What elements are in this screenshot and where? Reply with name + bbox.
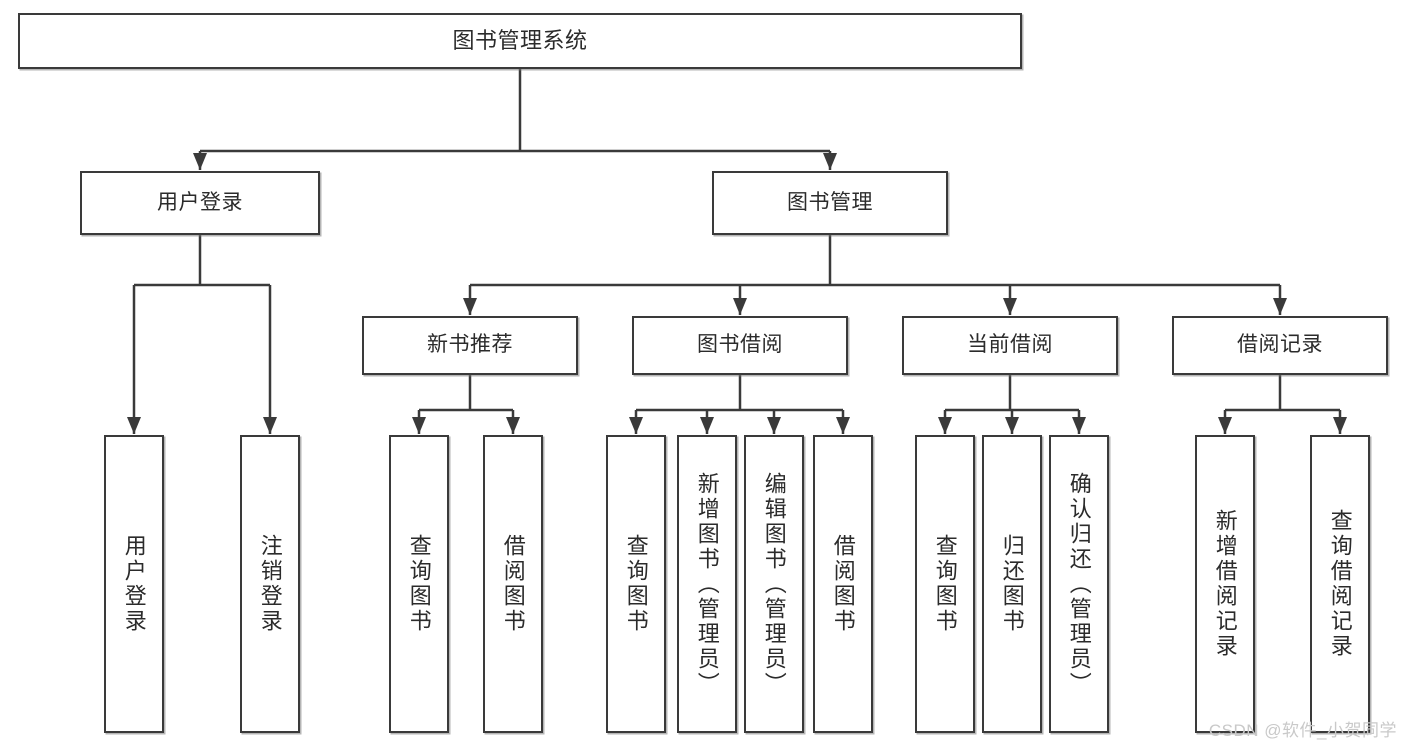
node-leaf-cur-1[interactable]: 查询图书 [915,435,975,733]
connector-arrowhead [836,417,850,434]
connector-arrowhead [823,153,837,170]
connector-arrowhead [1218,417,1232,434]
connector-arrowhead [629,417,643,434]
connector-arrowhead [193,153,207,170]
node-leaf-new-1[interactable]: 查询图书 [389,435,449,733]
connector-arrowhead [263,417,277,434]
node-label: 确认归还（管理员） [1066,471,1092,697]
node-label: 图书借阅 [697,333,783,357]
node-current[interactable]: 当前借阅 [902,316,1118,375]
node-label: 编辑图书（管理员） [761,471,787,697]
connector-arrowhead [767,417,781,434]
node-label: 借阅记录 [1237,333,1323,357]
connector-arrowhead [1072,417,1086,434]
node-label: 借阅图书 [500,534,526,634]
connector-arrowhead [127,417,141,434]
node-label: 查询借阅记录 [1327,509,1353,659]
node-leaf-borrow-2[interactable]: 新增图书（管理员） [677,435,737,733]
node-login[interactable]: 用户登录 [80,171,320,235]
node-label: 归还图书 [999,534,1025,634]
node-label: 用户登录 [121,534,147,634]
watermark-text: CSDN @软件_小贺同学 [1208,721,1397,740]
node-leaf-rec-1[interactable]: 新增借阅记录 [1195,435,1255,733]
node-label: 新书推荐 [427,333,513,357]
connector-arrowhead [938,417,952,434]
node-leaf-cur-3[interactable]: 确认归还（管理员） [1049,435,1109,733]
connector-arrowhead [463,298,477,315]
node-label: 借阅图书 [830,534,856,634]
node-leaf-borrow-3[interactable]: 编辑图书（管理员） [744,435,804,733]
node-leaf-borrow-4[interactable]: 借阅图书 [813,435,873,733]
node-bookmgmt[interactable]: 图书管理 [712,171,948,235]
node-label: 图书管理系统 [452,28,588,54]
node-leaf-new-2[interactable]: 借阅图书 [483,435,543,733]
node-records[interactable]: 借阅记录 [1172,316,1388,375]
node-label: 当前借阅 [967,333,1053,357]
node-leaf-login-1[interactable]: 用户登录 [104,435,164,733]
node-leaf-login-2[interactable]: 注销登录 [240,435,300,733]
connector-arrowhead [733,298,747,315]
node-label: 用户登录 [157,190,243,214]
node-leaf-borrow-1[interactable]: 查询图书 [606,435,666,733]
node-borrow[interactable]: 图书借阅 [632,316,848,375]
node-label: 新增图书（管理员） [694,471,720,697]
connector-arrowhead [1003,298,1017,315]
node-label: 注销登录 [257,534,283,634]
node-label: 查询图书 [623,534,649,634]
connector-arrowhead [1333,417,1347,434]
connector-arrowhead [412,417,426,434]
node-label: 查询图书 [932,534,958,634]
node-leaf-cur-2[interactable]: 归还图书 [982,435,1042,733]
node-label: 图书管理 [787,190,873,214]
node-root[interactable]: 图书管理系统 [18,13,1022,69]
connector-arrowhead [700,417,714,434]
node-label: 新增借阅记录 [1212,509,1238,659]
node-label: 查询图书 [406,534,432,634]
node-newbook[interactable]: 新书推荐 [362,316,578,375]
node-leaf-rec-2[interactable]: 查询借阅记录 [1310,435,1370,733]
connector-arrowhead [1273,298,1287,315]
connector-arrowhead [506,417,520,434]
connector-arrowhead [1005,417,1019,434]
